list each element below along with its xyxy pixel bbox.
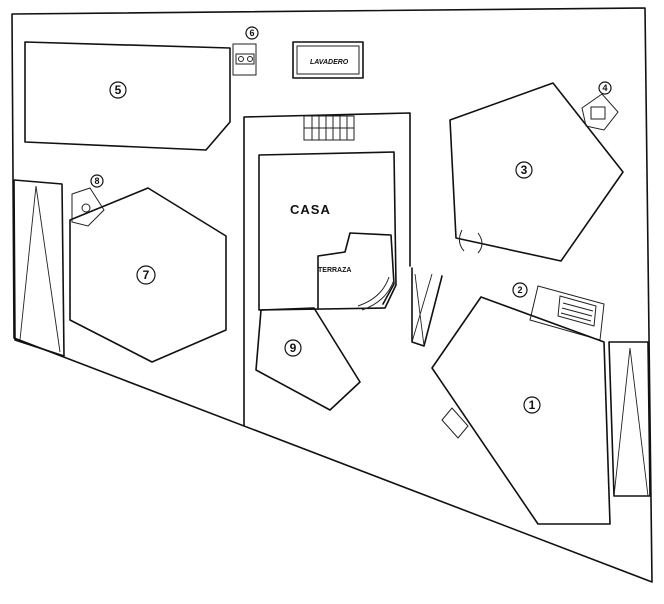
marker-6: 6 (249, 28, 254, 38)
lavadero-outline (292, 41, 364, 79)
item-8-enclosure (71, 187, 105, 227)
stairs-treads (304, 116, 354, 140)
casa-label: CASA (290, 202, 331, 217)
marker-3-circle (515, 161, 533, 179)
marker-2-circle (512, 282, 528, 298)
marker-8-circle (90, 174, 104, 188)
item-6-pump (235, 53, 255, 65)
terraza-outline (317, 232, 395, 309)
marker-4: 4 (602, 83, 607, 93)
item-6-dot-a (238, 56, 244, 62)
hatched-strip-mid-diag (411, 273, 433, 347)
area-2-grille (557, 295, 597, 327)
site-boundary (11, 7, 653, 583)
marker-8: 8 (94, 176, 99, 186)
area-2-pad (529, 285, 605, 341)
terraza-arc (357, 276, 395, 311)
hatched-strip-mid (411, 267, 443, 347)
casa-outline (258, 151, 397, 311)
marker-1: 1 (529, 398, 536, 412)
hatched-strip-left (13, 179, 65, 357)
marker-6-circle (245, 26, 259, 40)
marker-9-circle (284, 339, 302, 357)
area-7-outline (69, 187, 227, 363)
lavadero-label: LAVADERO (310, 59, 349, 66)
marker-5: 5 (115, 83, 122, 97)
hatched-strip-left-diag (19, 185, 61, 353)
marker-7-circle (136, 265, 156, 285)
area-5-outline (24, 41, 231, 151)
marker-2: 2 (517, 285, 522, 295)
marker-3: 3 (521, 163, 528, 177)
lavadero-inner (296, 45, 360, 75)
hatched-strip-right (608, 341, 651, 497)
central-corridor (243, 112, 411, 426)
hatched-strip-right-diag (613, 347, 649, 497)
item-4-enclosure (581, 93, 619, 131)
item-4-pump (590, 106, 606, 120)
item-8-pump (81, 203, 91, 213)
area-3-outline (449, 82, 624, 262)
item-6-dot-b (247, 56, 253, 62)
area-9-outline (255, 307, 361, 411)
marker-5-circle (109, 81, 127, 99)
marker-9: 9 (290, 341, 297, 355)
area-1-outline (431, 296, 611, 525)
area-3-opening-arc (458, 229, 483, 254)
marker-7: 7 (143, 268, 150, 282)
marker-4-circle (598, 81, 612, 95)
item-6-enclosure (232, 43, 257, 76)
terraza-label: TERRAZA (318, 267, 351, 274)
marker-1-circle (523, 396, 541, 414)
area-1-small-marker (441, 407, 469, 439)
